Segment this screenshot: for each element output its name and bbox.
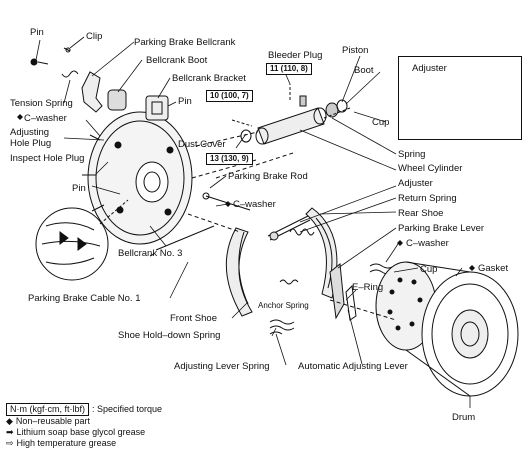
legend-torque-desc: : Specified torque bbox=[92, 404, 163, 414]
label-bellcrank-no3: Bellcrank No. 3 bbox=[118, 248, 183, 259]
legend-torque-unit: N·m (kgf·cm, ft·lbf) bbox=[6, 403, 89, 416]
label-adjusting-hole-plug: Adjusting Hole Plug bbox=[10, 127, 52, 149]
label-gasket: Gasket bbox=[478, 263, 509, 274]
torque-cylinder: 10 (100, 7) bbox=[206, 90, 253, 102]
solid-arrow-icon: ➡ bbox=[6, 427, 14, 437]
label-bleeder-plug: Bleeder Plug bbox=[268, 50, 323, 61]
diamond-icon: ◆ bbox=[6, 416, 13, 426]
label-adjuster: Adjuster bbox=[398, 178, 433, 189]
adjuster-inset bbox=[398, 56, 522, 140]
front-shoe bbox=[225, 227, 253, 317]
brake-drum bbox=[375, 261, 519, 397]
label-pin-left: Pin bbox=[72, 183, 86, 194]
label-boot: Boot bbox=[354, 65, 374, 76]
adjuster-inset-title: Adjuster bbox=[412, 63, 447, 74]
legend-non-reusable-row: ◆ Non–reusable part bbox=[6, 416, 162, 427]
backing-plate bbox=[82, 111, 193, 245]
label-parking-brake-lever: Parking Brake Lever bbox=[398, 223, 485, 234]
label-dust-cover: Dust Cover bbox=[178, 139, 226, 150]
label-parking-brake-rod: Parking Brake Rod bbox=[228, 171, 308, 182]
return-spring bbox=[289, 228, 315, 236]
torque-bleeder: 11 (110, 8) bbox=[266, 63, 312, 75]
label-c-washer-2: C–washer bbox=[233, 199, 276, 210]
adjuster-rod bbox=[267, 215, 311, 241]
label-cup-top: Cup bbox=[372, 117, 390, 128]
label-c-washer-1: C–washer bbox=[24, 113, 67, 124]
label-cup-bottom: Cup bbox=[420, 264, 438, 275]
label-rear-shoe: Rear Shoe bbox=[398, 208, 444, 219]
label-adjusting-lever-spring: Adjusting Lever Spring bbox=[174, 361, 270, 372]
label-bellcrank-bracket: Bellcrank Bracket bbox=[172, 73, 246, 84]
diamond-markers bbox=[17, 114, 475, 271]
anchor-spring bbox=[279, 279, 299, 285]
label-pin-mid: Pin bbox=[178, 96, 192, 107]
detail-circle bbox=[35, 199, 129, 281]
hollow-arrow-icon: ⇨ bbox=[6, 438, 14, 448]
label-return-spring: Return Spring bbox=[398, 193, 457, 204]
label-bellcrank-boot: Bellcrank Boot bbox=[146, 55, 208, 66]
label-c-washer-3: C–washer bbox=[406, 238, 449, 249]
label-clip: Clip bbox=[86, 31, 103, 42]
label-parking-brake-cable-no1: Parking Brake Cable No. 1 bbox=[28, 293, 141, 304]
label-shoe-hold-down-spring: Shoe Hold–down Spring bbox=[118, 330, 221, 341]
legend-lithium: Lithium soap base glycol grease bbox=[16, 427, 146, 437]
alignment-lines bbox=[187, 131, 397, 321]
legend-torque-row: N·m (kgf·cm, ft·lbf) : Specified torque bbox=[6, 403, 162, 416]
wheel-cylinder bbox=[231, 84, 351, 145]
leader-lines bbox=[35, 36, 471, 408]
legend-high-temp: High temperature grease bbox=[16, 438, 117, 448]
label-front-shoe: Front Shoe bbox=[170, 313, 217, 324]
label-parking-brake-bellcrank: Parking Brake Bellcrank bbox=[134, 37, 236, 48]
torque-backing: 13 (130, 9) bbox=[206, 153, 253, 165]
label-pin-top: Pin bbox=[30, 27, 44, 38]
parking-brake-lever bbox=[329, 263, 357, 321]
label-e-ring: E–Ring bbox=[352, 282, 384, 293]
legend: N·m (kgf·cm, ft·lbf) : Specified torque … bbox=[6, 403, 162, 449]
bellcrank-assembly bbox=[30, 47, 169, 121]
legend-high-temp-row: ⇨ High temperature grease bbox=[6, 438, 162, 449]
label-tension-spring: Tension Spring bbox=[10, 98, 73, 109]
legend-lithium-row: ➡ Lithium soap base glycol grease bbox=[6, 427, 162, 438]
label-anchor-spring: Anchor Spring bbox=[258, 301, 309, 310]
legend-non-reusable: Non–reusable part bbox=[15, 416, 90, 426]
label-inspect-hole-plug: Inspect Hole Plug bbox=[10, 153, 85, 164]
label-piston: Piston bbox=[342, 45, 369, 56]
rear-shoe bbox=[305, 207, 338, 299]
label-automatic-adjusting-lever: Automatic Adjusting Lever bbox=[298, 361, 408, 372]
label-wheel-cylinder: Wheel Cylinder bbox=[398, 163, 463, 174]
label-drum: Drum bbox=[452, 412, 476, 423]
label-spring: Spring bbox=[398, 149, 426, 160]
